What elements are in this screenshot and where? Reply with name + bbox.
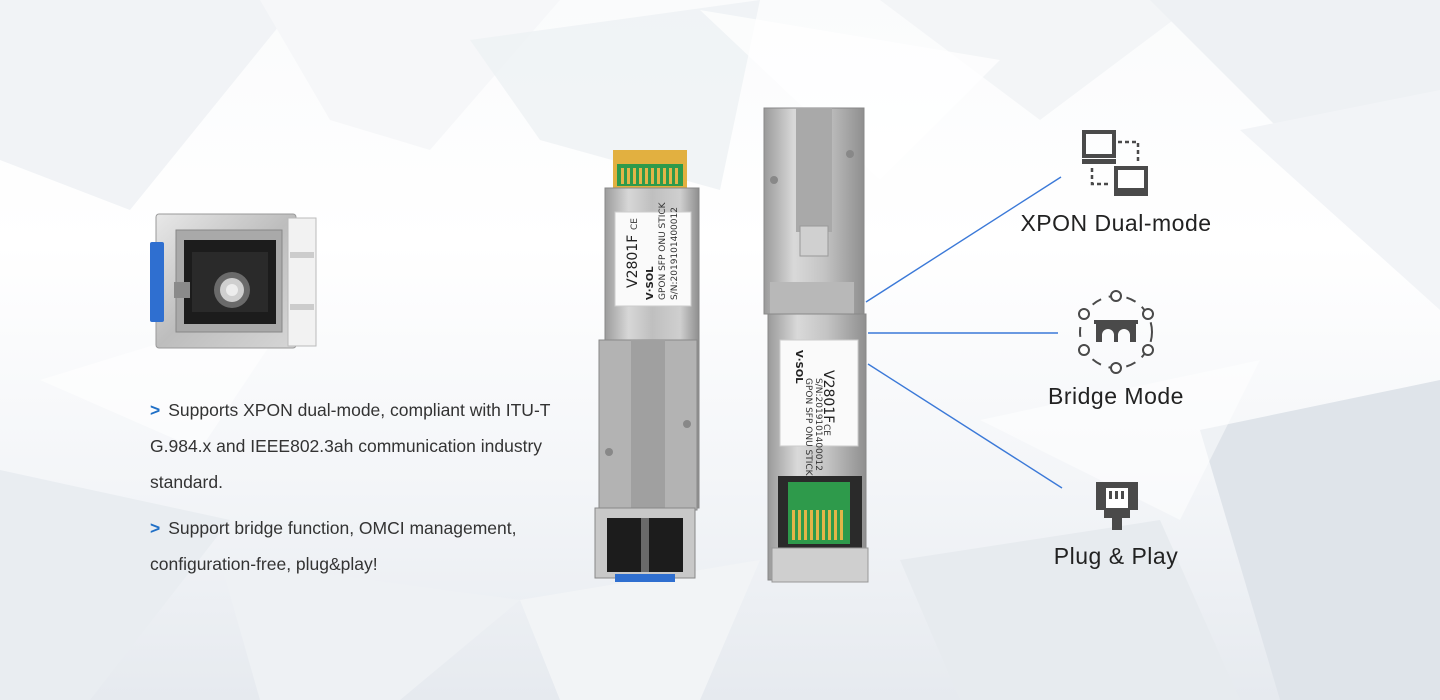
label-model-text-b: V2801F xyxy=(820,370,836,423)
bridge-mode-label: Bridge Mode xyxy=(1048,383,1184,409)
label-brand-text-b: V·SOL xyxy=(793,350,804,384)
product-label-b: V2801F CE V·SOL GPON SFP ONU STICK S/N:2… xyxy=(779,339,859,477)
label-line1-text-b: GPON SFP ONU STICK xyxy=(803,378,813,477)
module-top-view-image: V2801F CE V·SOL GPON SFP ONU STICK S/N:2… xyxy=(594,150,700,582)
feature-item-bridge: >Support bridge function, OMCI managemen… xyxy=(150,510,560,582)
label-line2-text-b: S/N:2019101400012 xyxy=(813,378,823,471)
feature-text: Support bridge function, OMCI management… xyxy=(150,518,517,574)
bullet-arrow-icon: > xyxy=(150,400,161,420)
module-front-view-image xyxy=(150,213,317,349)
plug-play-icon xyxy=(1096,482,1138,530)
label-brand-text-a: V·SOL xyxy=(645,266,656,300)
feature-list: >Supports XPON dual-mode, compliant with… xyxy=(150,392,560,592)
feature-item-dual-mode: >Supports XPON dual-mode, compliant with… xyxy=(150,392,560,500)
plug-and-play-label: Plug & Play xyxy=(1053,543,1179,569)
label-ce-text-a: CE xyxy=(630,218,640,230)
label-line1-text-a: GPON SFP ONU STICK xyxy=(658,201,668,300)
label-ce-text-b: CE xyxy=(821,424,831,436)
label-model-text-a: V2801F xyxy=(625,235,641,288)
connector-line-dual-mode xyxy=(865,176,1062,303)
module-bottom-view-image: V2801F CE V·SOL GPON SFP ONU STICK S/N:2… xyxy=(763,107,869,583)
feature-text: Supports XPON dual-mode, compliant with … xyxy=(150,400,551,492)
product-label-a: V2801F CE V·SOL GPON SFP ONU STICK S/N:2… xyxy=(614,201,692,307)
bullet-arrow-icon: > xyxy=(150,518,161,538)
bridge-mode-icon xyxy=(1078,290,1154,374)
xpon-dual-mode-label: XPON Dual-mode xyxy=(1020,210,1212,236)
dual-mode-icon xyxy=(1082,130,1148,196)
label-line2-text-a: S/N:2019101400012 xyxy=(670,207,680,300)
connector-line-plug-play xyxy=(867,363,1063,489)
